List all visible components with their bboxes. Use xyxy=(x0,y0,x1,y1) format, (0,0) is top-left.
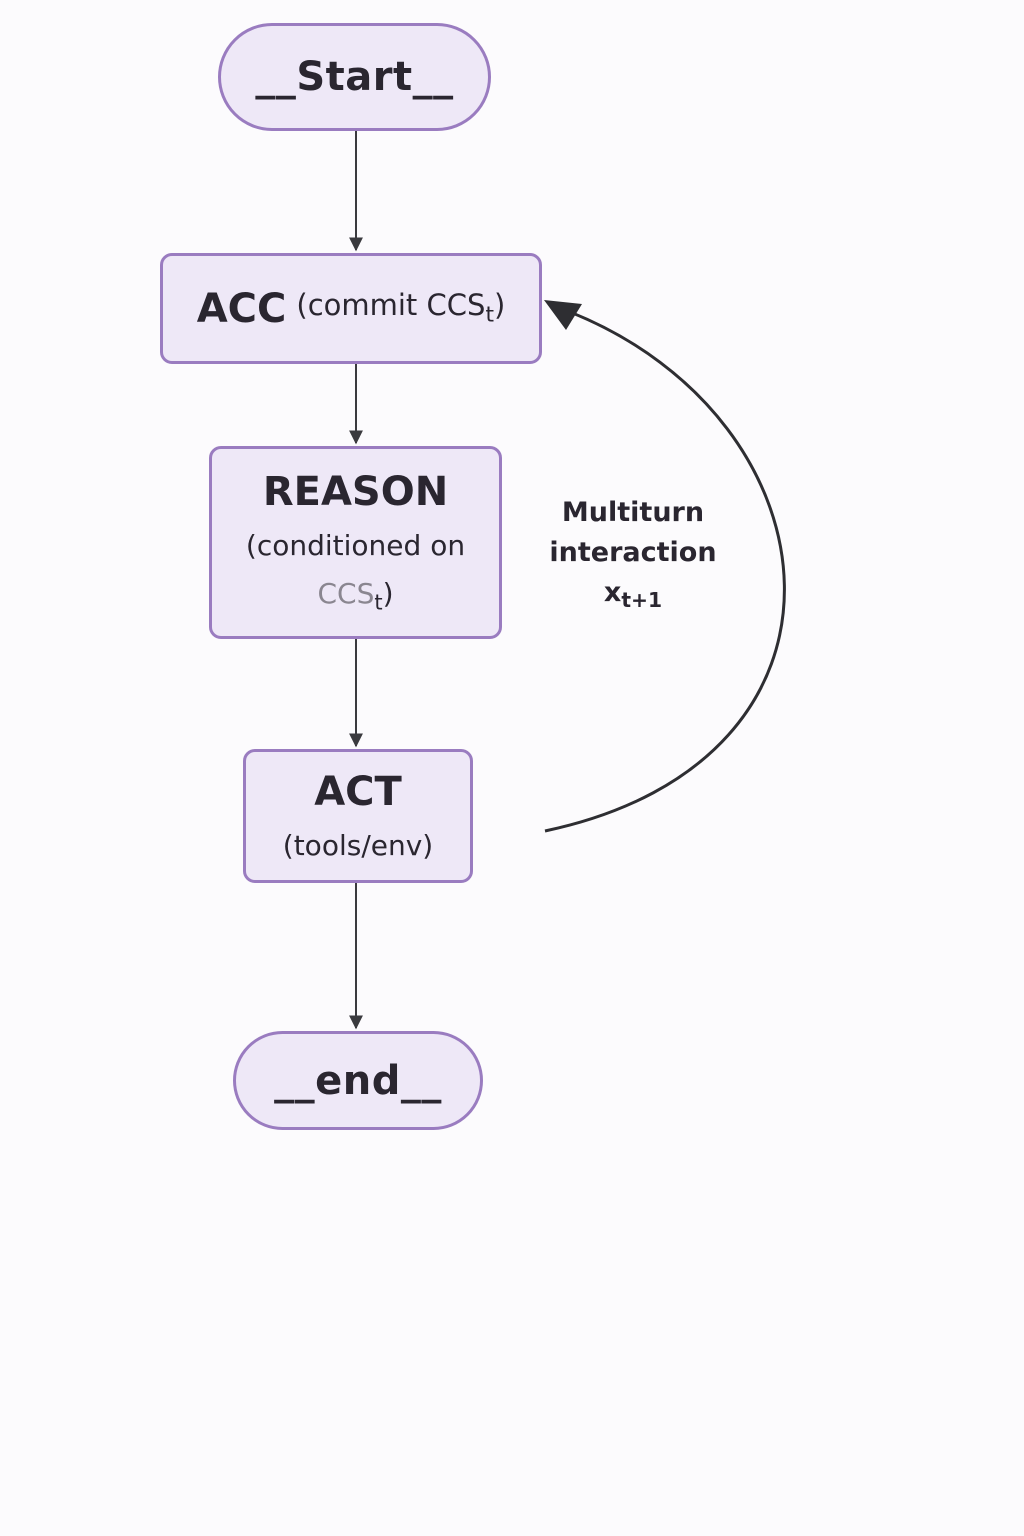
reason-node: REASON (conditioned on CCSt) xyxy=(209,446,502,639)
edge-loop-act-to-acc xyxy=(544,310,786,833)
acc-title: ACC xyxy=(196,285,287,332)
act-detail: (tools/env) xyxy=(282,829,434,863)
reason-detail-line1: (conditioned on xyxy=(245,529,466,563)
loop-label: Multiturn interaction xt+1 xyxy=(548,493,718,620)
reason-detail-line2: CCSt) xyxy=(317,577,394,615)
start-label: __Start__ xyxy=(255,54,454,100)
act-node: ACT (tools/env) xyxy=(243,749,473,883)
end-node: __end__ xyxy=(233,1031,483,1130)
loop-label-line1: Multiturn xyxy=(561,497,705,528)
acc-node: ACC (commit CCSt) xyxy=(160,253,542,364)
reason-title: REASON xyxy=(262,469,449,516)
act-title: ACT xyxy=(314,769,402,816)
loop-arrowhead xyxy=(544,300,582,330)
loop-label-line2: interaction xyxy=(549,537,717,568)
end-label: __end__ xyxy=(274,1057,442,1104)
loop-label-variable: xt+1 xyxy=(603,577,663,613)
acc-detail: (commit CCSt) xyxy=(296,288,506,328)
start-node: __Start__ xyxy=(218,23,491,131)
